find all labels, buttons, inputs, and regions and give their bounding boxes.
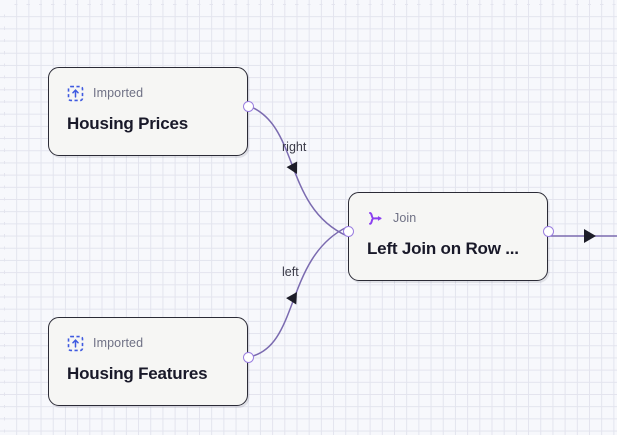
import-arrow-icon — [67, 335, 84, 352]
node-housing-features[interactable]: Imported Housing Features — [48, 317, 248, 406]
output-port-housing-features[interactable] — [243, 352, 254, 363]
edge-label-left: left — [282, 265, 299, 279]
edge-label-right: right — [282, 140, 307, 154]
node-kind-label: Imported — [93, 335, 144, 350]
node-kind-label: Imported — [93, 85, 144, 100]
edge-arrowhead — [286, 292, 297, 305]
input-port-left-join[interactable] — [343, 226, 354, 237]
node-header: Imported — [67, 334, 229, 352]
edge-housing-features-to-join[interactable] — [248, 226, 348, 358]
node-left-join[interactable]: Join Left Join on Row ... — [348, 192, 548, 281]
node-kind-label: Join — [393, 210, 417, 225]
node-title: Housing Features — [67, 364, 208, 383]
output-port-housing-prices[interactable] — [243, 101, 254, 112]
node-title: Housing Prices — [67, 114, 188, 133]
edge-path — [248, 226, 348, 358]
node-title: Left Join on Row ... — [367, 239, 519, 258]
join-merge-icon — [367, 210, 384, 227]
node-header: Join — [367, 209, 529, 227]
node-header: Imported — [67, 84, 229, 102]
edge-arrowhead — [584, 229, 596, 243]
import-arrow-icon — [67, 85, 84, 102]
output-port-left-join[interactable] — [543, 226, 554, 237]
node-housing-prices[interactable]: Imported Housing Prices — [48, 67, 248, 156]
edge-housing-prices-to-join[interactable] — [248, 105, 348, 237]
edge-path — [248, 105, 348, 237]
edge-join-output[interactable] — [549, 229, 617, 243]
edge-arrowhead — [286, 161, 298, 174]
